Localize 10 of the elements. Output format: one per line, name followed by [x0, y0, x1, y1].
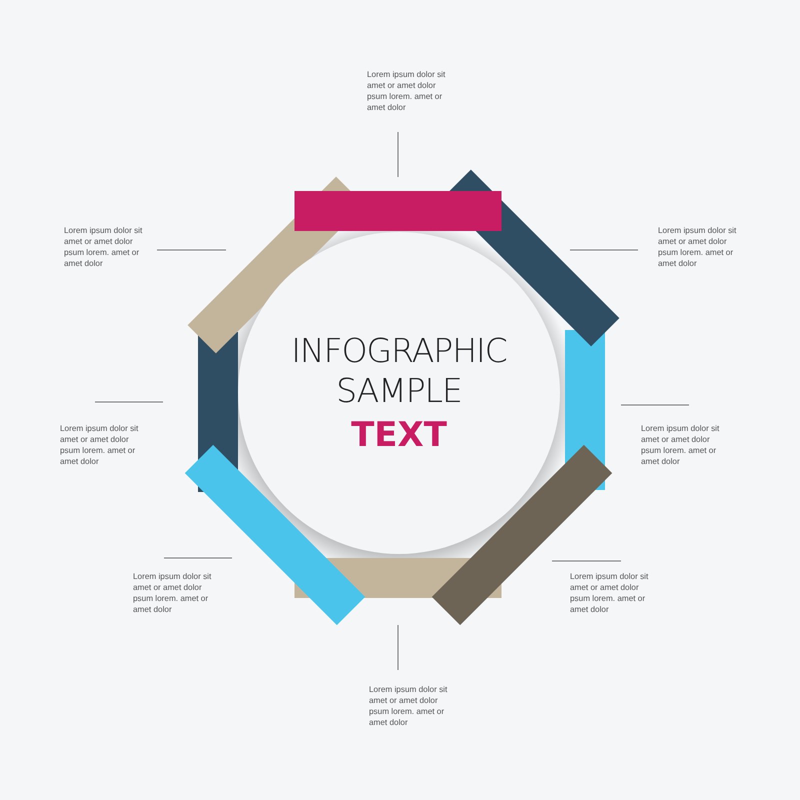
description-text: Lorem ipsum dolor sit amet or amet dolor psum lorem. amet or amet dolor [64, 225, 144, 269]
description-text: Lorem ipsum dolor sit amet or amet dolor psum lorem. amet or amet dolor [658, 225, 738, 269]
description-text: Lorem ipsum dolor sit amet or amet dolor psum lorem. amet or amet dolor [367, 69, 446, 113]
description-text: Lorem ipsum dolor sit amet or amet dolor psum lorem. amet or amet dolor [641, 423, 720, 467]
description-text: Lorem ipsum dolor sit amet or amet dolor psum lorem. amet or amet dolor [60, 423, 140, 467]
description-text: Lorem ipsum dolor sit amet or amet dolor psum lorem. amet or amet dolor [369, 684, 448, 728]
description-text: Lorem ipsum dolor sit amet or amet dolor psum lorem. amet or amet dolor [570, 571, 650, 615]
title-text: INFOGRAPHIC SAMPLE [290, 331, 508, 411]
highlight-text: TEXT [351, 415, 447, 455]
description-text: Lorem ipsum dolor sit amet or amet dolor psum lorem. amet or amet dolor [133, 571, 212, 615]
